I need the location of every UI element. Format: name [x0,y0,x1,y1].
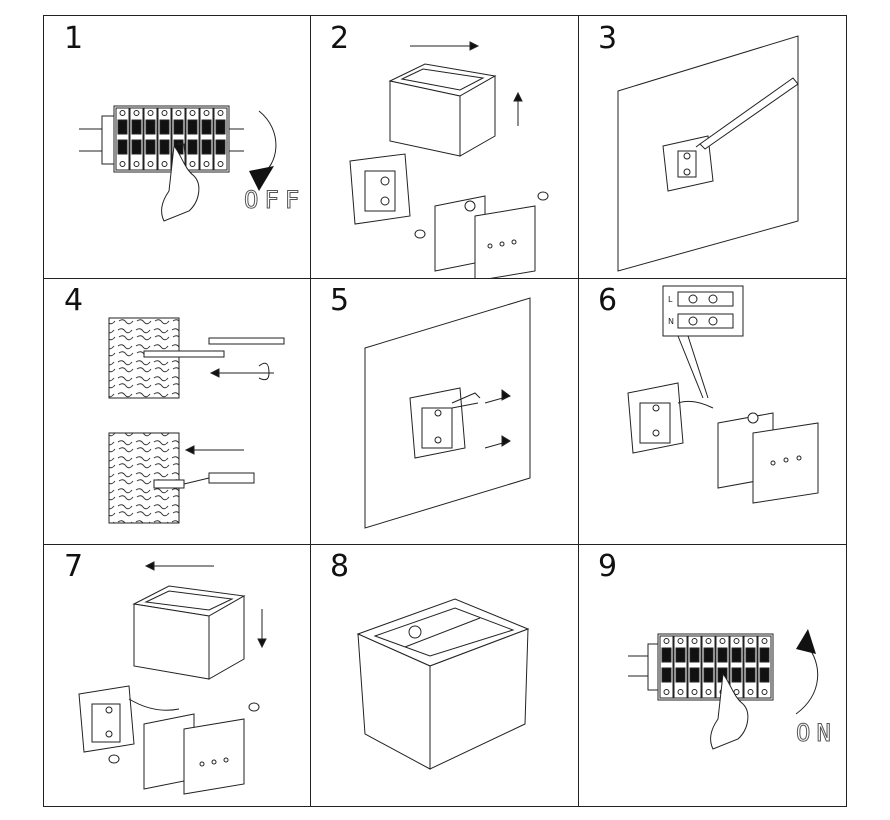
step-4-panel: 4 [44,278,310,544]
step-9-panel: 9 ON [578,544,846,806]
breaker-off-illustration [44,16,310,278]
breaker-on-illustration [578,629,846,806]
step-2-panel: 2 [310,16,578,278]
step-number: 6 [598,283,618,318]
step-number: 9 [598,549,618,584]
step-number: 2 [330,21,350,56]
on-label: ON [796,719,837,748]
step-number: 7 [64,549,84,584]
grid-divider-v2 [578,16,579,806]
step-number: 3 [598,21,618,56]
step-number: 8 [330,549,350,584]
grid-divider-h2 [44,544,846,545]
step-8-panel: 8 [310,544,578,806]
instruction-grid: 1 OFF 2 [43,15,847,807]
disassemble-illustration [310,16,578,278]
down-arrow-icon [249,166,274,191]
step-6-panel: 6 L N [578,278,846,544]
up-arrow-icon [796,629,816,654]
step-number: 5 [330,283,350,318]
step-3-panel: 3 [578,16,846,278]
mount-box-illustration [310,278,578,544]
assembled-light-illustration [310,544,578,806]
step-7-panel: 7 [44,544,310,806]
grid-divider-v1 [310,16,311,806]
step-number: 4 [64,283,84,318]
step-number: 1 [64,21,84,56]
terminal-label-l: L [668,295,673,304]
drill-illustration [44,278,310,544]
reassemble-illustration [44,544,310,806]
off-label: OFF [243,186,306,215]
step-1-panel: 1 OFF [44,16,310,278]
mark-wall-illustration [578,16,846,278]
step-5-panel: 5 [310,278,578,544]
grid-divider-h1 [44,278,846,279]
wiring-illustration: L N [578,278,846,544]
terminal-label-n: N [668,317,674,326]
